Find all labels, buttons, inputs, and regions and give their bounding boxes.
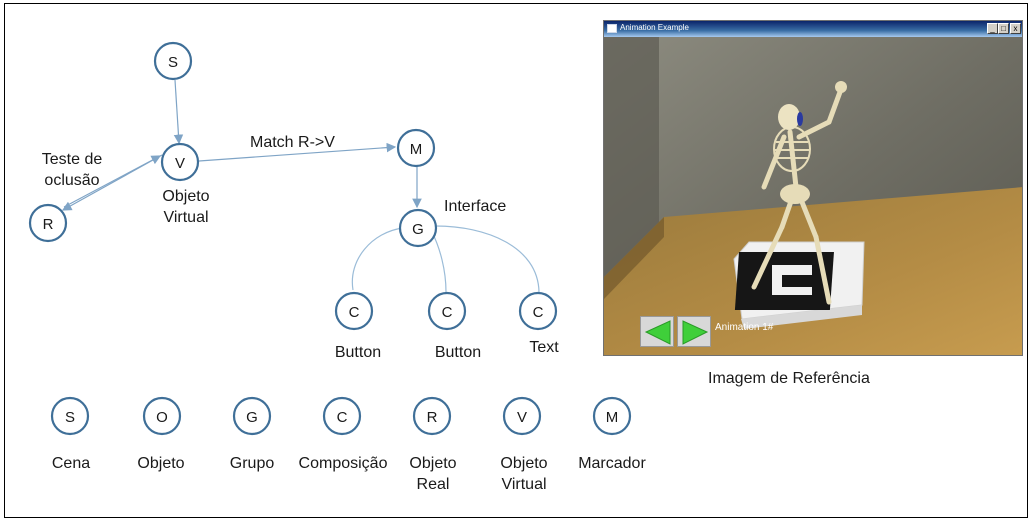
legend-label-objeto-virtual-2: Virtual <box>501 476 546 493</box>
legend-label-objeto-real-2: Real <box>417 476 450 493</box>
legend-label-marcador: Marcador <box>578 455 646 472</box>
edge-s-v <box>173 79 184 145</box>
label-interface: Interface <box>444 198 506 215</box>
svg-text:G: G <box>412 221 424 238</box>
node-c3: C <box>518 291 558 331</box>
label-c3: Text <box>529 339 559 356</box>
label-objeto-line1: Objeto <box>162 188 209 205</box>
label-c1: Button <box>335 344 381 361</box>
label-teste-line1: Teste de <box>42 151 103 168</box>
right-arrow-icon <box>682 320 709 345</box>
legend-node-g: G <box>232 396 272 436</box>
arc-g-c1 <box>351 227 404 291</box>
window-title: Animation Example <box>620 23 689 32</box>
ar-scene-photo <box>604 37 1022 355</box>
legend-label-objeto-virtual-1: Objeto <box>500 455 547 472</box>
svg-text:M: M <box>410 141 423 158</box>
svg-text:G: G <box>246 409 258 426</box>
svg-text:O: O <box>156 409 168 426</box>
legend-node-v: V <box>502 396 542 436</box>
ar-scene-drawing <box>604 37 1022 355</box>
legend-node-o: O <box>142 396 182 436</box>
legend-node-m: M <box>592 396 632 436</box>
svg-text:C: C <box>337 409 348 426</box>
node-c1: C <box>334 291 374 331</box>
legend-label-cena: Cena <box>52 455 90 472</box>
node-c2: C <box>427 291 467 331</box>
svg-text:R: R <box>427 409 438 426</box>
legend-node-c: C <box>322 396 362 436</box>
legend-node-r: R <box>412 396 452 436</box>
app-window-icon <box>607 24 617 33</box>
legend: S Cena O Objeto G Grupo C Composição R O… <box>50 396 646 493</box>
label-objeto-line2: Virtual <box>163 209 208 226</box>
legend-label-objeto: Objeto <box>137 455 184 472</box>
svg-text:C: C <box>442 304 453 321</box>
arc-g-c3 <box>435 225 540 293</box>
svg-text:S: S <box>168 54 178 71</box>
label-teste-line2: oclusão <box>44 172 99 189</box>
node-v: V <box>160 142 200 182</box>
left-arrow-icon <box>644 320 671 345</box>
legend-node-s: S <box>50 396 90 436</box>
maximize-button[interactable]: □ <box>998 23 1009 34</box>
svg-text:R: R <box>43 216 54 233</box>
svg-text:M: M <box>606 409 619 426</box>
legend-label-composicao: Composição <box>299 455 388 472</box>
window-title-bar: Animation Example _ □ x <box>604 21 1022 37</box>
next-animation-button[interactable] <box>677 316 711 347</box>
node-s: S <box>153 41 193 81</box>
svg-text:C: C <box>349 304 360 321</box>
figure-caption: Imagem de Referência <box>708 370 870 387</box>
edge-r-v <box>63 155 162 208</box>
legend-label-grupo: Grupo <box>230 455 275 472</box>
svg-text:V: V <box>175 155 185 172</box>
svg-text:V: V <box>517 409 527 426</box>
minimize-button[interactable]: _ <box>987 23 998 34</box>
arc-g-c2 <box>431 231 447 293</box>
legend-label-objeto-real-1: Objeto <box>409 455 456 472</box>
label-c2: Button <box>435 344 481 361</box>
animation-label: Animation 1# <box>715 322 774 333</box>
close-button[interactable]: x <box>1010 23 1021 34</box>
node-r: R <box>28 203 68 243</box>
edge-v-m <box>198 142 397 162</box>
prev-animation-button[interactable] <box>640 316 674 347</box>
label-match: Match R->V <box>250 134 335 151</box>
svg-text:S: S <box>65 409 75 426</box>
node-g: G <box>398 208 438 248</box>
node-m: M <box>396 128 436 168</box>
reference-screenshot-window: Animation Example _ □ x <box>603 20 1023 356</box>
svg-text:C: C <box>533 304 544 321</box>
